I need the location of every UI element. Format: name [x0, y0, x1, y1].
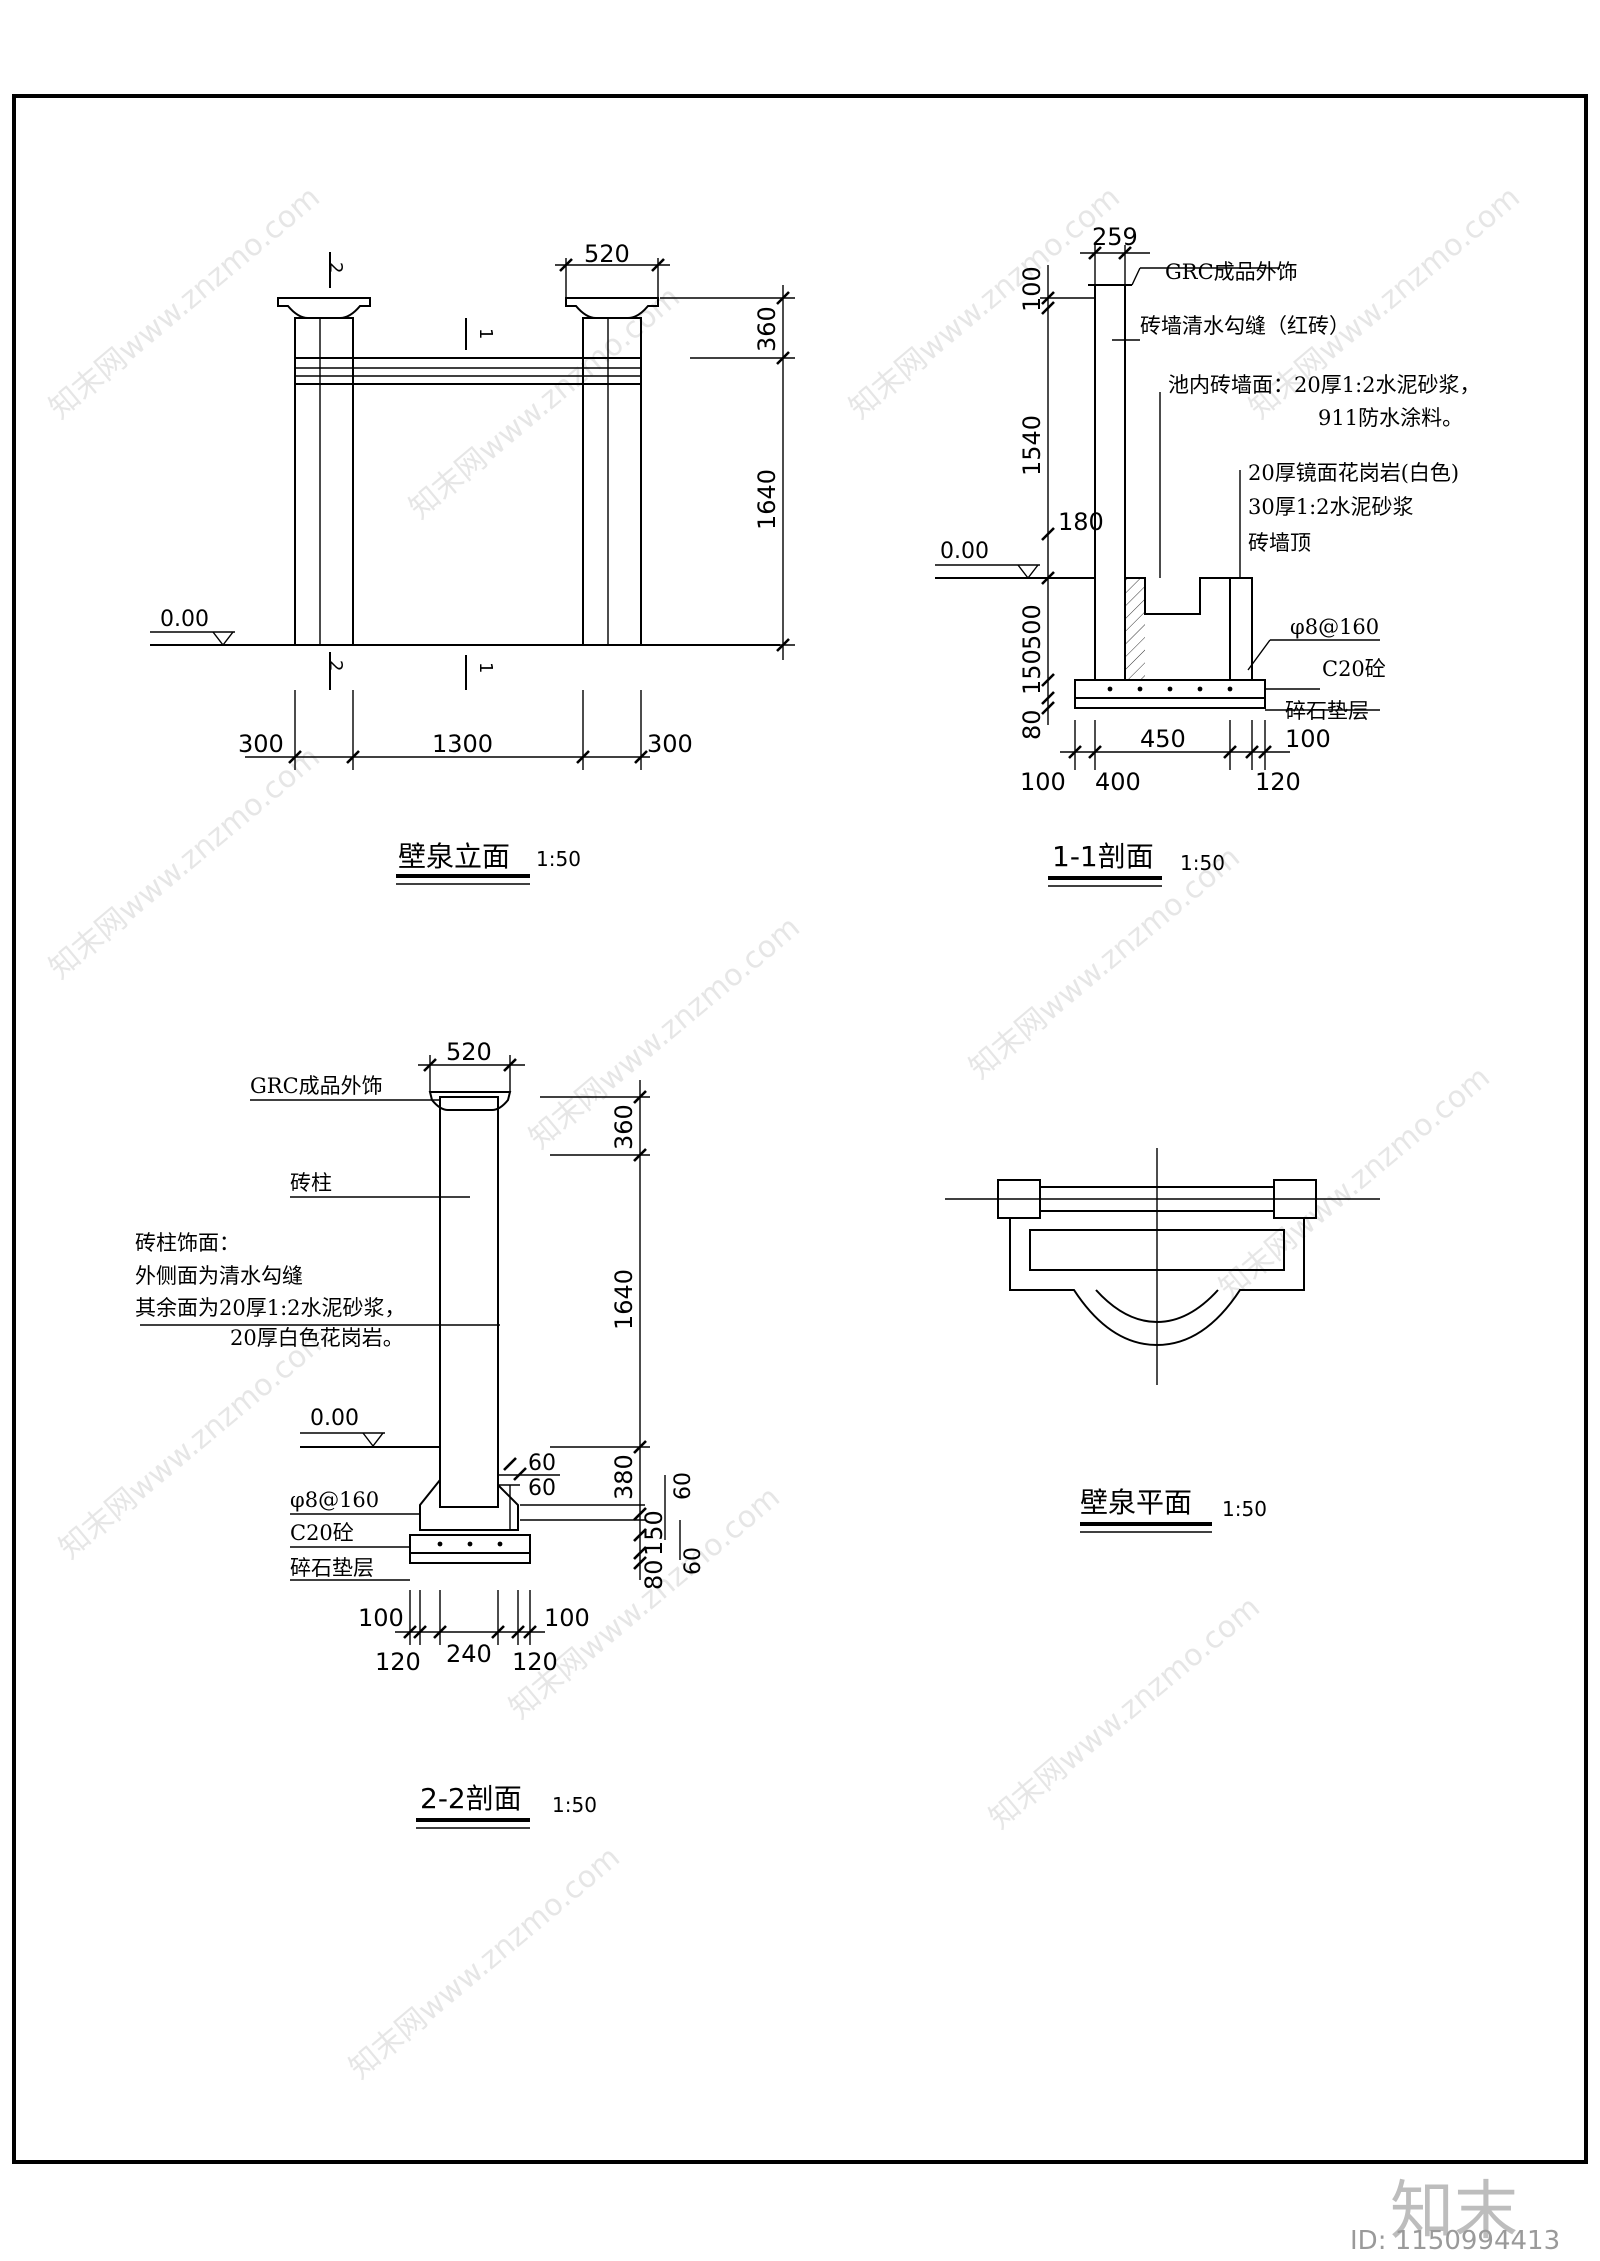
dim-1300: 1300	[432, 730, 493, 758]
dim-60-d: 60	[681, 1547, 706, 1575]
note-finish-2: 外侧面为清水勾缝	[135, 1264, 303, 1288]
dim-100-b: 100	[1020, 768, 1066, 796]
note-gravel: 碎石垫层	[290, 1556, 374, 1580]
plan-view: 壁泉平面 1:50	[945, 1148, 1380, 1533]
cut-label-1-top: 1	[475, 328, 496, 339]
dim-300-left: 300	[238, 730, 284, 758]
dim-300-right: 300	[647, 730, 693, 758]
watermark-text: 知末网www.znzmo.com	[983, 1590, 1267, 1836]
dim-1540: 1540	[1018, 415, 1046, 476]
note-pool-wall-1: 池内砖墙面：20厚1:2水泥砂浆，	[1168, 373, 1481, 397]
note-concrete: C20砼	[290, 1521, 354, 1545]
dim-360: 360	[610, 1104, 638, 1150]
dim-60-b: 60	[528, 1476, 556, 1501]
dim-450: 450	[1140, 725, 1186, 753]
dim-150: 150	[640, 1510, 668, 1556]
left-pier-cap	[277, 297, 371, 319]
brand-watermark: 知末	[1390, 2175, 1518, 2249]
note-grc: GRC成品外饰	[250, 1074, 383, 1098]
note-finish-1: 砖柱饰面：	[135, 1231, 240, 1255]
watermark-text: 知末网www.znzmo.com	[523, 910, 807, 1156]
note-finish-3: 其余面为20厚1:2水泥砂浆，	[135, 1296, 406, 1320]
level-label: 0.00	[160, 607, 209, 632]
dim-60-c: 60	[671, 1472, 696, 1500]
plan-title: 壁泉平面	[1080, 1486, 1192, 1519]
note-gravel: 碎石垫层	[1285, 699, 1369, 723]
note-pool-wall-2: 911防水涂料。	[1318, 406, 1463, 430]
level-label: 0.00	[310, 1406, 359, 1431]
dim-400: 400	[1095, 768, 1141, 796]
section11-title: 1-1剖面	[1052, 840, 1154, 873]
left-pier	[294, 317, 354, 646]
brick-pier	[439, 1096, 499, 1508]
dim-80: 80	[640, 1559, 668, 1590]
dim-360: 360	[753, 306, 781, 352]
right-pier-cap	[565, 297, 659, 319]
section-2-2-view: 0.00 GRC成品外饰 砖柱 砖柱饰面： 外侧面为清水勾缝 其余面为20厚1:…	[135, 1038, 706, 1829]
dim-100-l: 100	[358, 1604, 404, 1632]
plan-basin-outer	[1009, 1218, 1305, 1347]
drawing-frame	[12, 94, 1588, 2164]
dim-180: 180	[1058, 508, 1104, 536]
watermark-text: 知末网www.znzmo.com	[403, 280, 687, 526]
section22-title: 2-2剖面	[420, 1782, 522, 1815]
note-grc: GRC成品外饰	[1165, 260, 1298, 284]
dim-60-a: 60	[528, 1451, 556, 1476]
dim-1640: 1640	[753, 469, 781, 530]
note-wall-top: 砖墙顶	[1248, 531, 1311, 555]
note-mortar: 30厚1:2水泥砂浆	[1248, 495, 1414, 519]
plan-scale: 1:50	[1222, 1497, 1267, 1521]
note-finish-4: 20厚白色花岗岩。	[230, 1326, 404, 1350]
dim-259: 259	[1092, 223, 1138, 251]
watermark-text: 知末网www.znzmo.com	[843, 180, 1127, 426]
note-rebar: φ8@160	[1290, 615, 1379, 639]
watermark-text: 知末网www.znzmo.com	[343, 1840, 627, 2086]
dim-240: 240	[446, 1640, 492, 1668]
elevation-scale: 1:50	[536, 847, 581, 871]
elevation-title: 壁泉立面	[398, 840, 510, 873]
cut-label-1-bottom: 1	[475, 662, 496, 673]
note-pier: 砖柱	[290, 1171, 332, 1195]
dim-120: 120	[1255, 768, 1301, 796]
gravel-bed	[409, 1552, 531, 1564]
dim-150: 150	[1018, 649, 1046, 695]
elevation-view: 0.00 2 2 1 1 520 360 1640	[150, 240, 795, 885]
note-granite: 20厚镜面花岗岩(白色)	[1248, 461, 1459, 485]
note-rebar: φ8@160	[290, 1488, 379, 1512]
section11-scale: 1:50	[1180, 851, 1225, 875]
image-id-label: ID: 1150994413	[1350, 2226, 1561, 2256]
watermark-text: 知末网www.znzmo.com	[43, 180, 327, 426]
level-label: 0.00	[940, 539, 989, 564]
plan-left-pier	[997, 1179, 1041, 1219]
cut-label-2-top: 2	[325, 262, 346, 273]
plan-basin-inner	[1029, 1229, 1285, 1271]
dim-80: 80	[1018, 709, 1046, 740]
section-1-1-view: 0.00 GRC成品外饰 砖墙清水勾缝（红砖） 池内砖墙面：20厚1:2水泥砂浆…	[935, 223, 1481, 887]
dim-380: 380	[610, 1454, 638, 1500]
dim-top: 520	[584, 240, 630, 268]
cut-label-2-bottom: 2	[325, 660, 346, 671]
brick-wall	[1094, 284, 1126, 681]
section22-scale: 1:50	[552, 1793, 597, 1817]
dim-100-r: 100	[1285, 725, 1331, 753]
dim-500: 500	[1018, 604, 1046, 650]
pier-cap	[428, 1091, 512, 1111]
note-concrete: C20砼	[1322, 657, 1386, 681]
gravel-bed	[1074, 697, 1266, 709]
dim-1640: 1640	[610, 1269, 638, 1330]
dim-120-r: 120	[512, 1648, 558, 1676]
dim-100-r: 100	[544, 1604, 590, 1632]
dim-100: 100	[1018, 266, 1046, 312]
dim-top: 520	[446, 1038, 492, 1066]
plan-right-pier	[1273, 1179, 1317, 1219]
note-brick-wall: 砖墙清水勾缝（红砖）	[1140, 314, 1350, 338]
dim-120-l: 120	[375, 1648, 421, 1676]
watermark-text: 知末网www.znzmo.com	[43, 740, 327, 986]
